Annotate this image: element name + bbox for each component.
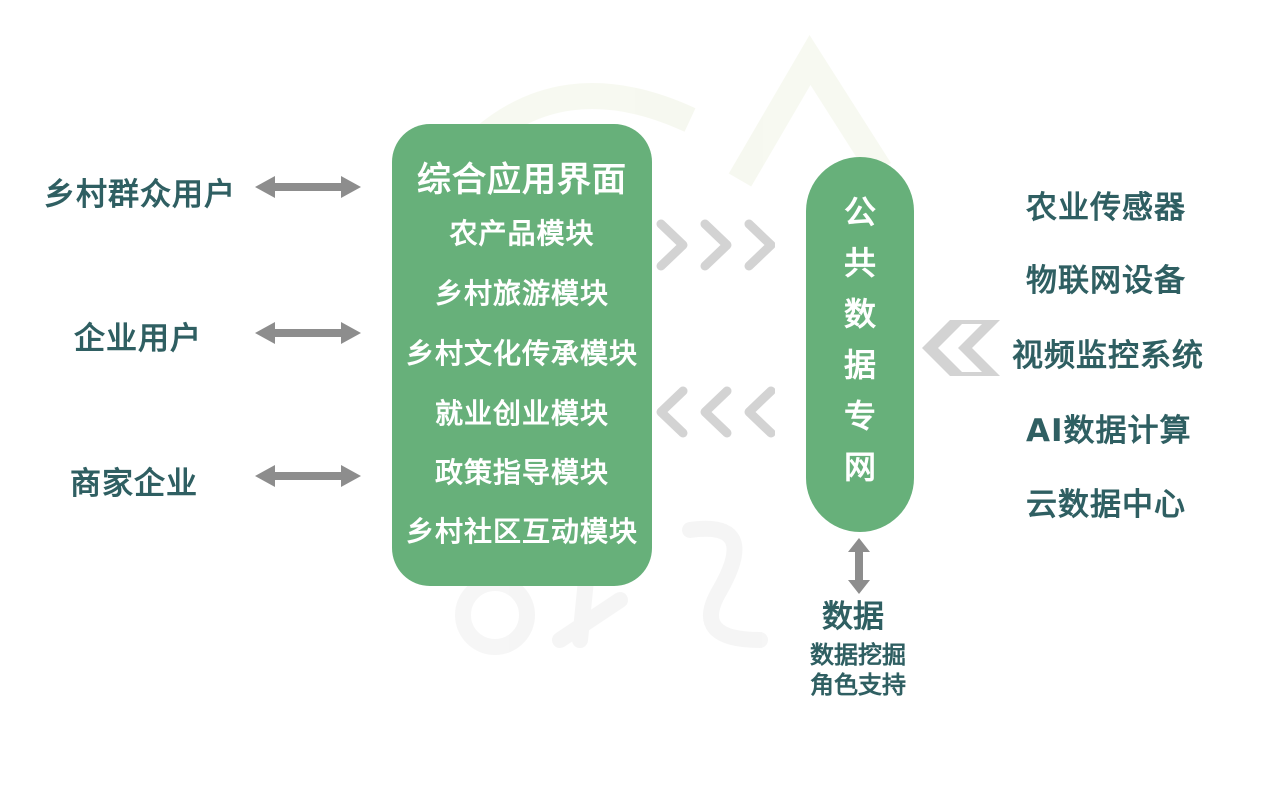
chevrons-right: [656, 219, 775, 271]
sources-arrow-icon: [922, 320, 1000, 376]
data-output-mining: 数据挖掘: [810, 641, 906, 669]
data-output-title: 数据: [822, 599, 884, 635]
user-type-enterprise: 企业用户: [74, 321, 202, 357]
source-cloud-datacenter: 云数据中心: [1026, 487, 1186, 523]
module-policy-guidance: 政策指导模块: [434, 456, 609, 489]
module-agri-products: 农产品模块: [449, 217, 595, 250]
source-agri-sensors: 农业传感器: [1026, 190, 1186, 226]
module-employment: 就业创业模块: [434, 397, 609, 430]
module-community-interaction: 乡村社区互动模块: [405, 515, 638, 548]
double-arrow-3: [255, 465, 361, 487]
module-culture-heritage: 乡村文化传承模块: [405, 337, 638, 370]
source-ai-computing: AI数据计算: [1026, 413, 1192, 449]
module-rural-tourism: 乡村旅游模块: [434, 277, 609, 310]
user-type-merchant: 商家企业: [70, 466, 198, 502]
double-arrow-2: [255, 322, 361, 344]
source-video-monitoring: 视频监控系统: [1012, 338, 1204, 374]
source-iot-devices: 物联网设备: [1026, 263, 1186, 299]
user-type-villagers: 乡村群众用户: [44, 177, 236, 213]
chevrons-left: [656, 386, 775, 438]
vertical-double-arrow: [848, 538, 870, 594]
application-interface-box: 综合应用界面 农产品模块 乡村旅游模块 乡村文化传承模块 就业创业模块 政策指导…: [392, 124, 652, 586]
public-data-network-label: 公共数据专网: [843, 193, 876, 486]
public-data-network: 公共数据专网: [806, 157, 914, 532]
double-arrow-1: [255, 176, 361, 198]
data-output-role-support: 角色支持: [810, 671, 906, 699]
application-interface-title: 综合应用界面: [417, 160, 627, 200]
